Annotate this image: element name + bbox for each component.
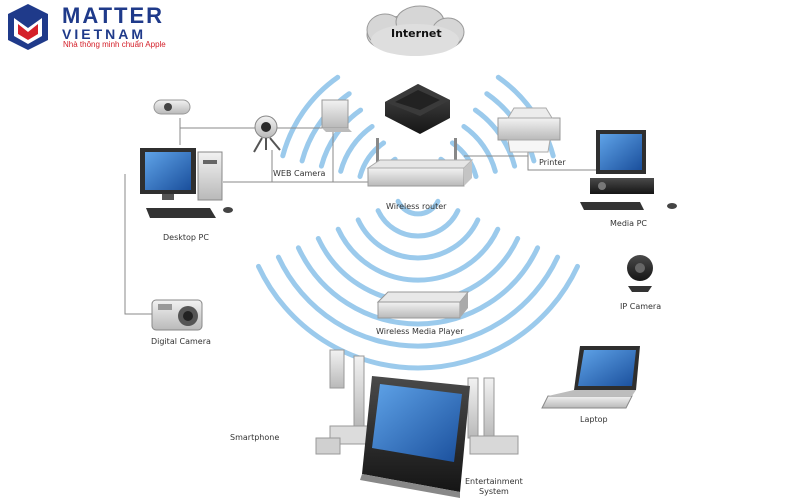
wireless-media-player-icon [376, 291, 470, 319]
digital-camera-icon [151, 299, 203, 331]
label-desktop-pc: Desktop PC [163, 233, 209, 242]
label-ip-camera: IP Camera [620, 302, 661, 311]
wave-arc [299, 91, 352, 164]
brand-name: MATTER VIETNAM [62, 3, 165, 43]
wave-arc [335, 226, 501, 283]
wave-arc [295, 245, 541, 327]
label-internet: Internet [391, 27, 442, 40]
label-media-pc: Media PC [610, 219, 647, 228]
ip-camera-icon [627, 255, 653, 292]
label-wireless-media-player: Wireless Media Player [376, 327, 464, 336]
entertainment-system-icon [315, 349, 519, 498]
brand-logo [8, 4, 48, 50]
connection-lines [124, 118, 596, 315]
wave-arc [461, 124, 498, 174]
label-entertainment-line1: Entertainment [465, 477, 523, 486]
wave-arc [275, 254, 561, 349]
wave-arc [256, 263, 580, 371]
wave-arc [338, 124, 375, 174]
external-drive-icon [321, 99, 352, 132]
wave-arc [357, 140, 387, 179]
cloud-icon [366, 5, 465, 56]
media-pc-icon [580, 130, 677, 210]
wave-arc [355, 217, 481, 261]
wave-arc [375, 208, 461, 239]
brand-name-line1: MATTER [62, 3, 165, 28]
label-digital-camera: Digital Camera [151, 337, 211, 346]
laptop-icon [541, 346, 640, 409]
wireless-router-icon [366, 138, 474, 187]
label-entertainment-line2: System [479, 487, 509, 496]
wave-arc [280, 74, 341, 159]
label-printer: Printer [539, 158, 566, 167]
desktop-pc-icon [140, 148, 233, 218]
label-web-camera: WEB Camera [273, 169, 325, 178]
wave-arc [395, 198, 441, 217]
brand-name-line2: VIETNAM [62, 26, 146, 42]
wave-arc [318, 107, 364, 169]
brand-tagline: Nhà thông minh chuẩn Apple [63, 40, 166, 49]
web-camera-icon [253, 115, 281, 153]
webcam-icon [153, 99, 191, 115]
label-smartphone: Smartphone [230, 433, 279, 442]
printer-icon [497, 107, 561, 153]
label-wireless-router: Wireless router [386, 202, 447, 211]
label-laptop: Laptop [580, 415, 608, 424]
modem-icon [385, 84, 450, 134]
